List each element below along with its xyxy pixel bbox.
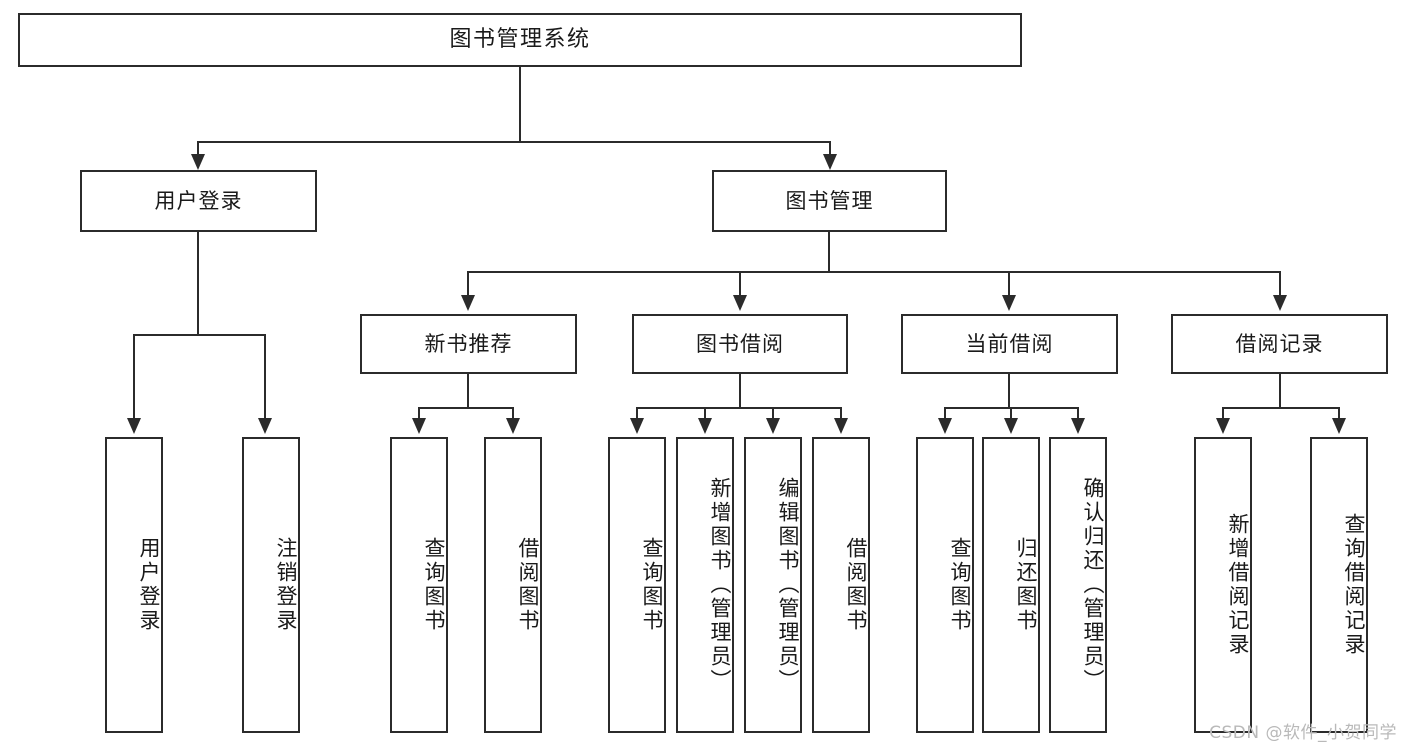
connector-drop-borrow-record	[1279, 271, 1281, 298]
arrow-leaf-add-book	[698, 418, 712, 434]
connector-drop-new-book-rec	[467, 271, 469, 298]
connector-drop-leaf-borrow-book-2	[840, 407, 842, 420]
node-label: 归还图书	[1014, 537, 1038, 633]
leaf-borrow-book-1[interactable]: 借阅图书	[484, 437, 542, 733]
leaf-query-book-2[interactable]: 查询图书	[608, 437, 666, 733]
connector-drop-leaf-add-book	[704, 407, 706, 420]
node-label: 用户登录	[154, 188, 243, 213]
connector-user-login-bus	[133, 334, 265, 336]
connector-drop-leaf-edit-book	[772, 407, 774, 420]
node-book-manage[interactable]: 图书管理	[712, 170, 947, 232]
connector-drop-leaf-query-book-1	[418, 407, 420, 420]
node-borrow-record[interactable]: 借阅记录	[1171, 314, 1388, 374]
node-label: 图书管理	[785, 188, 874, 213]
leaf-return-book[interactable]: 归还图书	[982, 437, 1040, 733]
leaf-query-book-1[interactable]: 查询图书	[390, 437, 448, 733]
connector-current-borrow-stem	[1008, 374, 1010, 408]
leaf-user-login[interactable]: 用户登录	[105, 437, 163, 733]
leaf-logout[interactable]: 注销登录	[242, 437, 300, 733]
node-label: 借阅记录	[1235, 331, 1324, 356]
arrow-book-manage	[823, 154, 837, 170]
connector-drop-book-manage	[829, 141, 831, 158]
node-label: 图书借阅	[696, 331, 784, 356]
connector-book-borrow-stem	[739, 374, 741, 408]
connector-new-book-rec-stem	[467, 374, 469, 408]
connector-drop-leaf-query-book-3	[944, 407, 946, 420]
arrow-borrow-record	[1273, 295, 1287, 311]
leaf-edit-book[interactable]: 编辑图书（管理员）	[744, 437, 802, 733]
connector-book-borrow-bus	[636, 407, 842, 409]
connector-drop-leaf-return-book	[1010, 407, 1012, 420]
node-label: 确认归还（管理员）	[1081, 477, 1105, 693]
connector-root-stem	[519, 67, 521, 142]
arrow-leaf-user-login	[127, 418, 141, 434]
connector-new-book-rec-bus	[418, 407, 514, 409]
connector-drop-current-borrow	[1008, 271, 1010, 298]
node-current-borrow[interactable]: 当前借阅	[901, 314, 1118, 374]
arrow-leaf-add-record	[1216, 418, 1230, 434]
leaf-add-record[interactable]: 新增借阅记录	[1194, 437, 1252, 733]
arrow-user-login	[191, 154, 205, 170]
connector-borrow-record-bus	[1222, 407, 1340, 409]
connector-book-manage-stem	[828, 232, 830, 272]
leaf-confirm-return[interactable]: 确认归还（管理员）	[1049, 437, 1107, 733]
connector-drop-leaf-logout	[264, 334, 266, 420]
arrow-new-book-rec	[461, 295, 475, 311]
connector-drop-leaf-query-book-2	[636, 407, 638, 420]
connector-borrow-record-stem	[1279, 374, 1281, 408]
node-label: 借阅图书	[844, 537, 868, 633]
arrow-leaf-logout	[258, 418, 272, 434]
connector-drop-leaf-add-record	[1222, 407, 1224, 420]
node-label: 查询借阅记录	[1342, 513, 1366, 657]
node-label: 查询图书	[948, 537, 972, 633]
arrow-leaf-query-book-2	[630, 418, 644, 434]
node-label: 新增借阅记录	[1226, 513, 1250, 657]
node-label: 注销登录	[274, 537, 298, 633]
connector-level2-bus	[197, 141, 831, 143]
arrow-leaf-edit-book	[766, 418, 780, 434]
connector-user-login-stem	[197, 232, 199, 335]
connector-drop-leaf-borrow-book-1	[512, 407, 514, 420]
arrow-leaf-borrow-book-2	[834, 418, 848, 434]
leaf-borrow-book-2[interactable]: 借阅图书	[812, 437, 870, 733]
node-label: 查询图书	[422, 537, 446, 633]
arrow-leaf-query-record	[1332, 418, 1346, 434]
arrow-book-borrow	[733, 295, 747, 311]
connector-drop-leaf-user-login	[133, 334, 135, 420]
leaf-query-book-3[interactable]: 查询图书	[916, 437, 974, 733]
arrow-current-borrow	[1002, 295, 1016, 311]
connector-level3-bus	[467, 271, 1281, 273]
node-new-book-rec[interactable]: 新书推荐	[360, 314, 577, 374]
leaf-query-record[interactable]: 查询借阅记录	[1310, 437, 1368, 733]
node-root-system[interactable]: 图书管理系统	[18, 13, 1022, 67]
node-label: 当前借阅	[965, 331, 1054, 356]
node-label: 图书管理系统	[449, 27, 591, 53]
arrow-leaf-confirm-return	[1071, 418, 1085, 434]
node-user-login[interactable]: 用户登录	[80, 170, 317, 232]
leaf-add-book[interactable]: 新增图书（管理员）	[676, 437, 734, 733]
node-label: 新书推荐	[424, 331, 513, 356]
connector-drop-user-login	[197, 141, 199, 158]
node-label: 借阅图书	[516, 537, 540, 633]
node-label: 查询图书	[640, 537, 664, 633]
connector-drop-leaf-query-record	[1338, 407, 1340, 420]
node-label: 用户登录	[137, 537, 161, 633]
connector-drop-book-borrow	[739, 271, 741, 298]
arrow-leaf-return-book	[1004, 418, 1018, 434]
node-label: 新增图书（管理员）	[708, 477, 732, 693]
node-book-borrow[interactable]: 图书借阅	[632, 314, 848, 374]
arrow-leaf-query-book-3	[938, 418, 952, 434]
connector-drop-leaf-confirm-return	[1077, 407, 1079, 420]
arrow-leaf-borrow-book-1	[506, 418, 520, 434]
node-label: 编辑图书（管理员）	[776, 477, 800, 693]
arrow-leaf-query-book-1	[412, 418, 426, 434]
